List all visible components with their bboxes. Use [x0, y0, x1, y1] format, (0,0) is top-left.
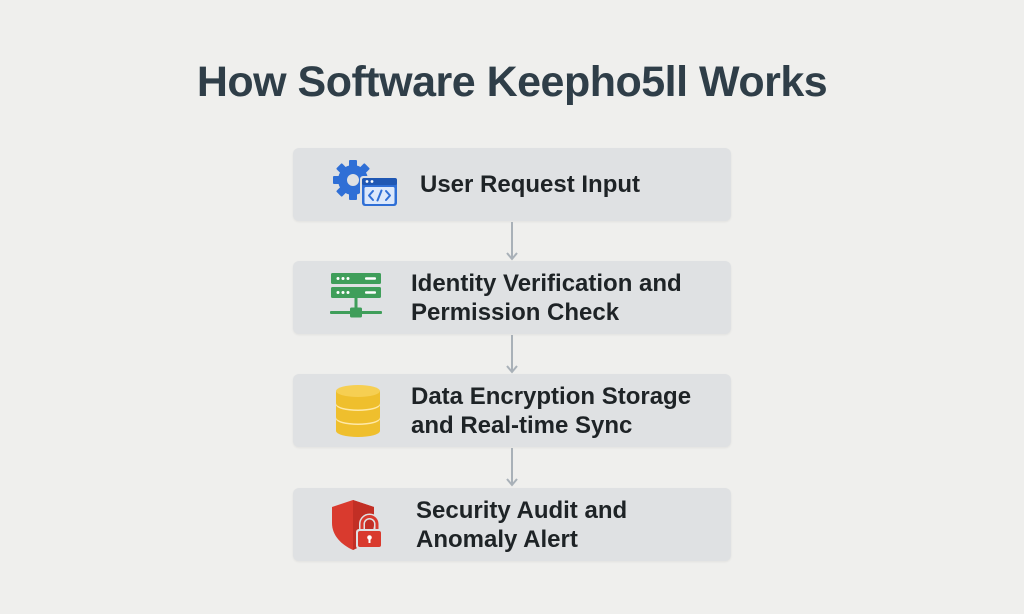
page-title: How Software Keepho5ll Works	[196, 58, 828, 106]
step-identity-verification: Identity Verification and Permission Che…	[293, 261, 731, 334]
arrow-down-icon	[506, 335, 518, 374]
arrow-down-icon	[506, 222, 518, 261]
arrow-down-icon	[506, 448, 518, 487]
step-label: User Request Input	[420, 171, 641, 198]
settings-code-icon	[331, 158, 403, 212]
server-icon	[329, 271, 401, 325]
database-icon	[333, 384, 405, 438]
step-user-request-input: User Request Input	[293, 148, 731, 221]
step-label: Data Encryption Storage and Real-time Sy…	[411, 382, 692, 439]
shield-lock-icon	[329, 498, 401, 552]
step-label: Security Audit and Anomaly Alert	[416, 496, 628, 553]
step-label: Identity Verification and Permission Che…	[411, 269, 682, 326]
step-data-encryption: Data Encryption Storage and Real-time Sy…	[293, 374, 731, 447]
step-security-audit: Security Audit and Anomaly Alert	[293, 488, 731, 561]
